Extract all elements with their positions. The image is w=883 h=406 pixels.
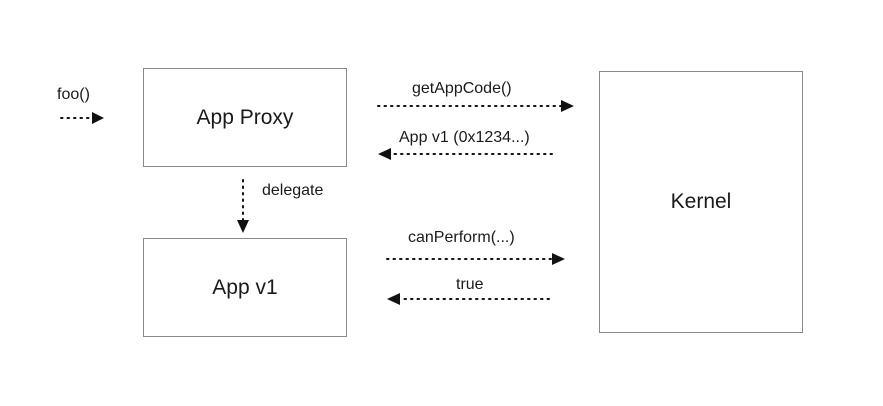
foo-call-label: foo() — [57, 86, 90, 103]
app-v1-address-arrow — [378, 148, 553, 160]
delegate-arrow — [237, 179, 249, 233]
app-v1-label: App v1 — [212, 275, 278, 299]
app-proxy-box: App Proxy — [143, 68, 347, 167]
true-return-arrow — [387, 293, 550, 305]
delegate-label: delegate — [262, 182, 324, 199]
get-app-code-label: getAppCode() — [412, 80, 512, 97]
app-v1-box: App v1 — [143, 238, 347, 337]
true-return-label: true — [456, 276, 484, 293]
can-perform-label: canPerform(...) — [408, 229, 515, 246]
kernel-box: Kernel — [599, 71, 803, 333]
foo-arrow — [60, 112, 104, 124]
app-proxy-label: App Proxy — [196, 105, 294, 129]
get-app-code-arrow — [377, 100, 574, 112]
app-v1-address-label: App v1 (0x1234...) — [399, 129, 530, 146]
can-perform-arrow — [386, 253, 565, 265]
kernel-label: Kernel — [670, 190, 732, 213]
